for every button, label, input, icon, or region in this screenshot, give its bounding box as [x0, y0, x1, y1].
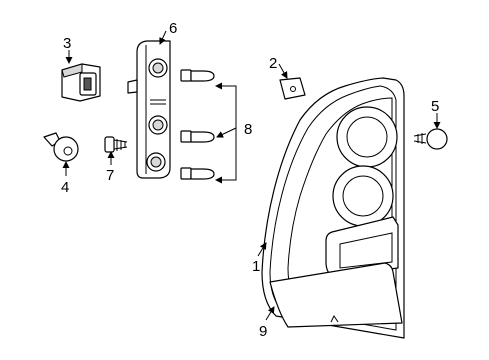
callout-1: 1 — [252, 258, 260, 275]
callout-2: 2 — [269, 55, 277, 72]
callout-4: 4 — [61, 179, 69, 196]
part-5-screw[interactable] — [413, 128, 448, 150]
callout-8: 8 — [244, 121, 252, 138]
callout-9: 9 — [259, 323, 267, 340]
callout-7: 7 — [106, 167, 114, 184]
part-6-socket-panel[interactable] — [127, 40, 171, 179]
part-4-grommet[interactable] — [43, 132, 79, 162]
part-2-clip[interactable] — [279, 77, 306, 100]
part-3-socket-clip[interactable] — [61, 63, 101, 102]
part-8-bulb-bottom[interactable] — [180, 167, 215, 180]
callout-6: 6 — [169, 20, 177, 37]
part-9-reflector[interactable] — [269, 262, 403, 328]
part-7-screw[interactable] — [104, 136, 128, 153]
leader-lines — [62, 30, 441, 321]
callout-3: 3 — [63, 35, 71, 52]
part-8-bulb-middle[interactable] — [180, 130, 215, 143]
callout-5: 5 — [431, 98, 439, 115]
part-8-bulb-top[interactable] — [180, 69, 215, 82]
